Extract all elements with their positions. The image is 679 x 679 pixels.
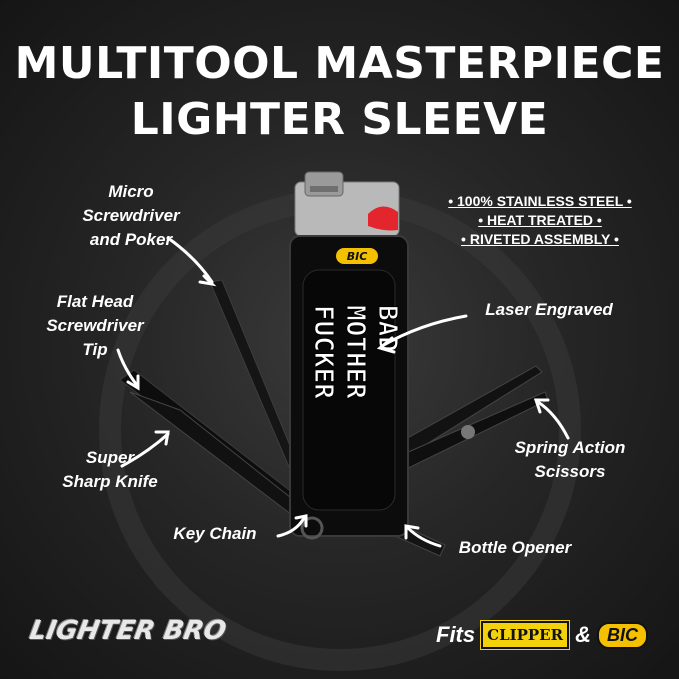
arrow-micro-screwdriver bbox=[166, 236, 214, 284]
title-line-2: LIGHTER SLEEVE bbox=[130, 94, 549, 145]
label-laser-engraved: Laser Engraved bbox=[485, 300, 613, 319]
lighter-bic-text: BIC bbox=[347, 250, 368, 263]
clipper-logo: CLIPPER bbox=[481, 621, 570, 649]
arrow-key-chain bbox=[276, 516, 306, 538]
arrowhead-micro-screwdriver bbox=[198, 274, 217, 287]
lighter-striker-wheel bbox=[304, 171, 344, 197]
engraving-line-1: BAD bbox=[372, 305, 402, 352]
callout-arrows bbox=[116, 236, 570, 548]
arrowhead-bottle-opener bbox=[404, 524, 420, 540]
feature-item: • 100% STAINLESS STEEL • bbox=[448, 193, 632, 209]
scissors-pivot bbox=[461, 425, 475, 439]
bic-logo: BIC bbox=[596, 621, 648, 649]
lighter-wheel-ridge bbox=[310, 186, 338, 192]
arrow-knife bbox=[120, 432, 170, 468]
label-key-chain: Key Chain bbox=[173, 524, 257, 543]
engraving-text-group: BAD MOTHER FUCKER bbox=[308, 305, 403, 400]
arrow-bottle-opener bbox=[406, 526, 442, 548]
label-bottle-opener: Bottle Opener bbox=[458, 538, 572, 557]
lighter-red-button bbox=[368, 206, 398, 231]
label-micro-screwdriver: Micro Screwdriver and Poker bbox=[82, 182, 180, 249]
lighter-bic-badge bbox=[336, 248, 378, 264]
lighter-bro-logo: LIGHTER BRO bbox=[27, 616, 229, 646]
ampersand: & bbox=[575, 622, 591, 647]
arrowhead-laser-engraved bbox=[376, 336, 396, 354]
arrowhead-knife bbox=[154, 430, 170, 446]
engraved-plate bbox=[302, 269, 396, 511]
arrow-scissors bbox=[536, 400, 570, 440]
label-knife: Super Sharp Knife bbox=[62, 448, 158, 491]
feature-list: • 100% STAINLESS STEEL • • HEAT TREATED … bbox=[420, 192, 660, 249]
engraving-line-3: FUCKER bbox=[308, 305, 338, 399]
arrowhead-flat-head bbox=[126, 374, 140, 391]
feature-item: • RIVETED ASSEMBLY • bbox=[461, 231, 619, 247]
fits-text: Fits bbox=[436, 622, 476, 647]
feature-item: • HEAT TREATED • bbox=[478, 212, 602, 228]
arrowhead-scissors bbox=[533, 398, 550, 414]
label-scissors: Spring Action Scissors bbox=[514, 438, 626, 481]
engraving-line-2: MOTHER bbox=[340, 305, 370, 399]
arrow-flat-head bbox=[116, 348, 138, 386]
label-flat-head-screwdriver: Flat Head Screwdriver Tip bbox=[46, 292, 144, 359]
title-line-1: MULTITOOL MASTERPIECE bbox=[14, 38, 665, 89]
arrowhead-key-chain bbox=[294, 514, 308, 528]
key-chain-ring bbox=[300, 516, 324, 540]
compatibility-note: Fits CLIPPER & BIC bbox=[436, 620, 648, 650]
